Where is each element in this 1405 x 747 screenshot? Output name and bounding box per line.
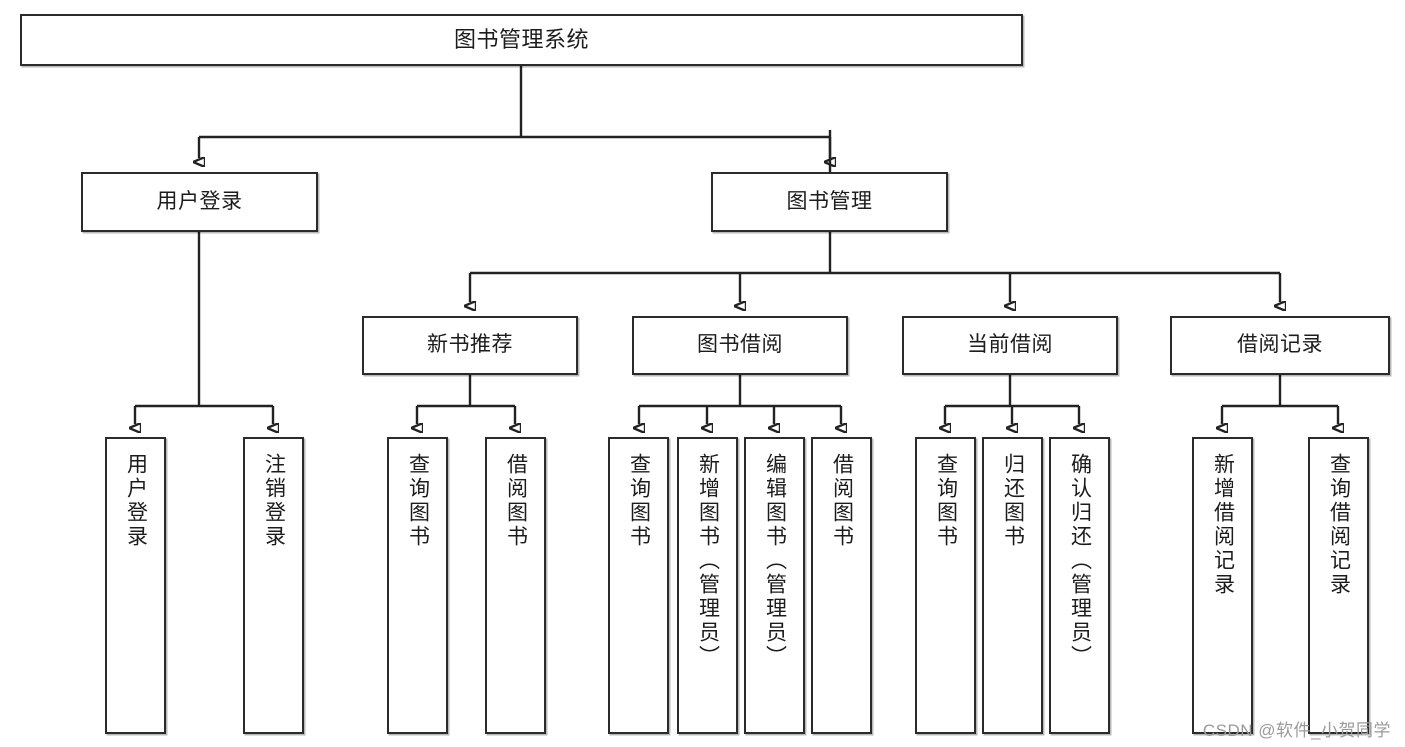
- node-label: 查询借阅记录: [1327, 453, 1351, 597]
- node-label: 图书管理: [786, 189, 873, 213]
- node-root-book-management-system[interactable]: 图书管理系统: [20, 14, 1023, 66]
- leaf-borrow-record-query-record[interactable]: 查询借阅记录: [1308, 437, 1369, 734]
- node-borrow-record[interactable]: 借阅记录: [1170, 316, 1390, 375]
- node-book-borrow[interactable]: 图书借阅: [632, 316, 848, 375]
- node-label: 归还图书: [1001, 453, 1025, 549]
- node-label: 用户登录: [124, 453, 148, 549]
- node-label: 确认归还（管理员）: [1068, 453, 1092, 669]
- node-label: 借阅图书: [504, 453, 528, 549]
- node-label: 注销登录: [262, 453, 286, 549]
- leaf-book-borrow-edit-book-admin[interactable]: 编辑图书（管理员）: [744, 437, 805, 734]
- node-new-book-recommend[interactable]: 新书推荐: [362, 316, 578, 375]
- leaf-user-login-logout[interactable]: 注销登录: [243, 437, 304, 734]
- leaf-book-borrow-query-book[interactable]: 查询图书: [608, 437, 669, 734]
- leaf-current-borrow-query-book[interactable]: 查询图书: [915, 437, 976, 734]
- node-label: 查询图书: [406, 453, 430, 549]
- csdn-watermark: CSDN @软件_小贺同学: [1202, 721, 1391, 740]
- node-label: 图书管理系统: [453, 27, 589, 53]
- node-label: 借阅记录: [1237, 333, 1323, 357]
- node-label: 查询图书: [627, 453, 651, 549]
- node-label: 图书借阅: [697, 333, 783, 357]
- node-user-login[interactable]: 用户登录: [81, 172, 318, 232]
- node-book-management[interactable]: 图书管理: [711, 172, 948, 232]
- leaf-new-book-borrow-book[interactable]: 借阅图书: [485, 437, 546, 734]
- node-label: 新书推荐: [427, 333, 513, 357]
- node-label: 新增借阅记录: [1211, 453, 1235, 597]
- node-label: 查询图书: [934, 453, 958, 549]
- node-label: 借阅图书: [830, 453, 854, 549]
- leaf-current-borrow-confirm-return-admin[interactable]: 确认归还（管理员）: [1049, 437, 1110, 734]
- leaf-book-borrow-add-book-admin[interactable]: 新增图书（管理员）: [677, 437, 738, 734]
- leaf-current-borrow-return-book[interactable]: 归还图书: [982, 437, 1043, 734]
- leaf-book-borrow-borrow-book[interactable]: 借阅图书: [811, 437, 872, 734]
- node-label: 用户登录: [156, 189, 243, 213]
- leaf-new-book-query-book[interactable]: 查询图书: [387, 437, 448, 734]
- leaf-user-login-login[interactable]: 用户登录: [105, 437, 166, 734]
- node-label: 编辑图书（管理员）: [763, 453, 787, 669]
- node-label: 当前借阅: [967, 333, 1053, 357]
- node-current-borrow[interactable]: 当前借阅: [902, 316, 1118, 375]
- leaf-borrow-record-add-record[interactable]: 新增借阅记录: [1192, 437, 1253, 734]
- node-label: 新增图书（管理员）: [696, 453, 720, 669]
